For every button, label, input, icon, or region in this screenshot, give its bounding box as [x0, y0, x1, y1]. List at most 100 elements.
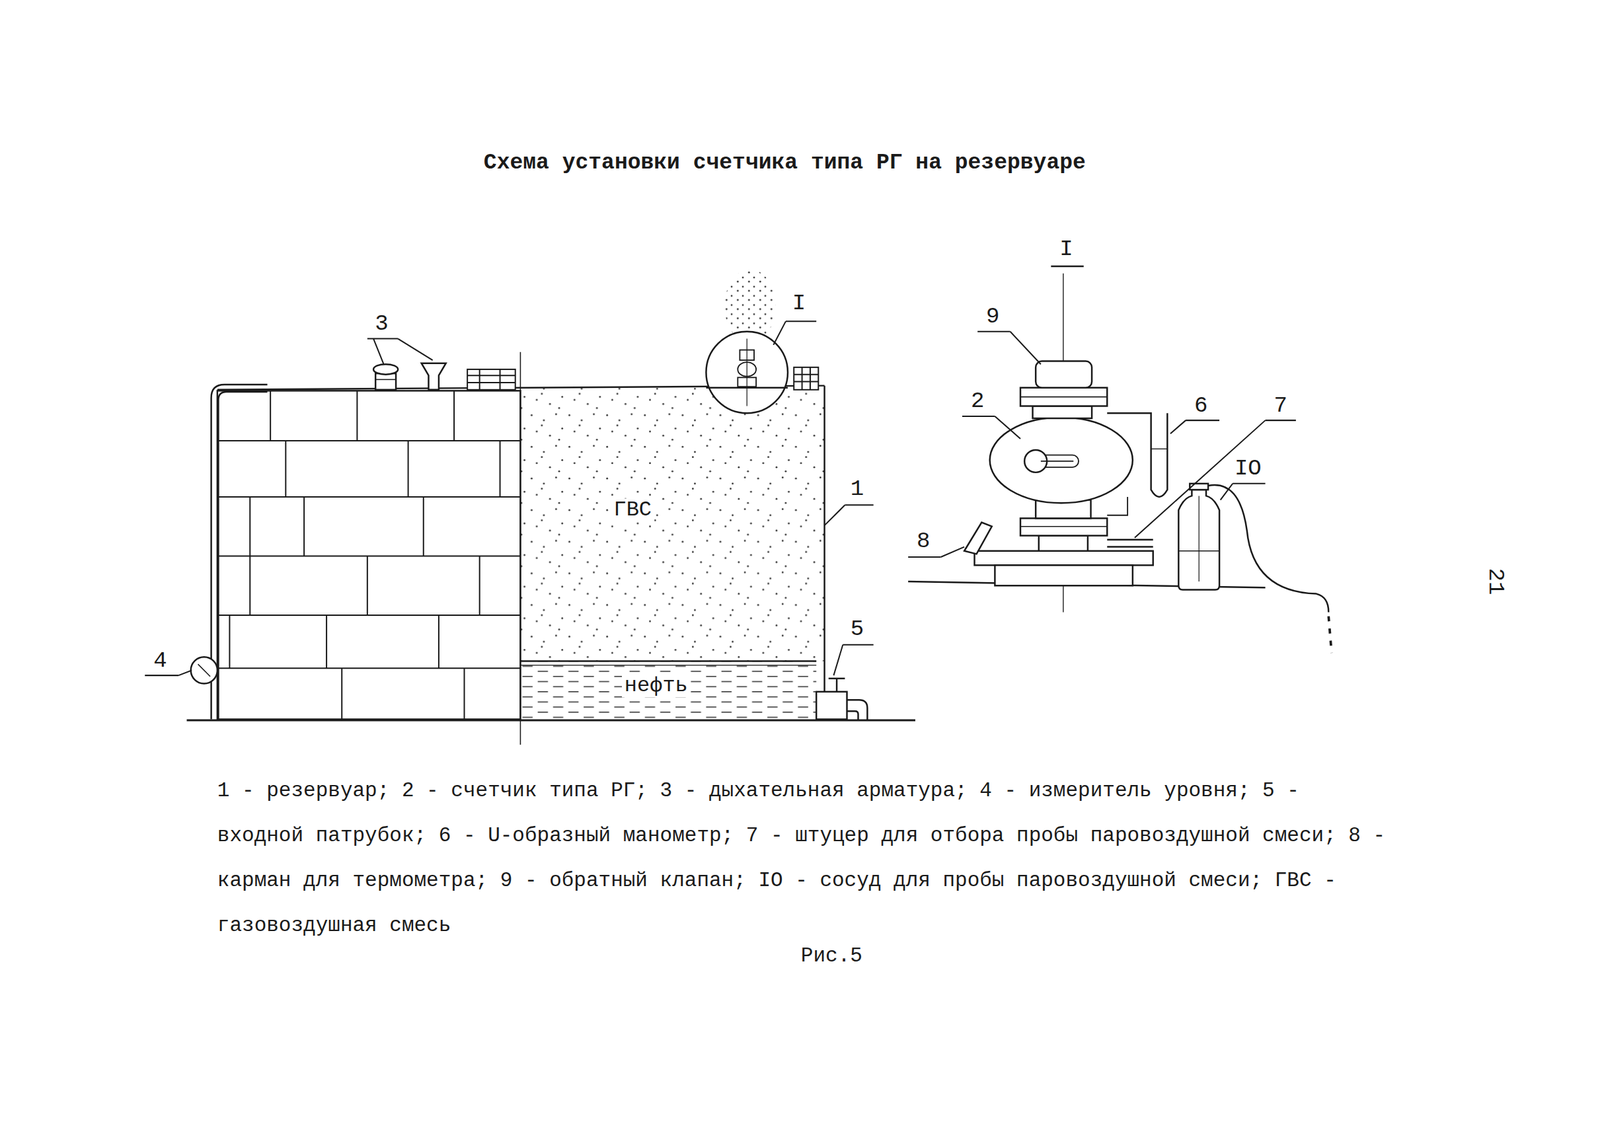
meter-detail-part: [994, 565, 1133, 586]
meter-callout-circle-part: [746, 339, 748, 407]
inlet-pipe-part: [816, 691, 847, 720]
callout-number: 5: [850, 617, 864, 642]
meter-detail-part: [1178, 489, 1220, 590]
brick-wall-part: [341, 668, 343, 720]
region-label: нефть: [621, 674, 691, 698]
detail-leader-lines-part: [1185, 419, 1220, 421]
brick-wall-part: [366, 555, 369, 616]
leader-lines-part: [785, 320, 817, 322]
inlet-pipe-part: [847, 711, 859, 721]
callout-number: 7: [1274, 393, 1288, 419]
meter-detail-part: [1020, 526, 1107, 528]
tank-part: [520, 660, 817, 662]
brick-wall-part: [217, 614, 521, 616]
brick-wall: [217, 390, 521, 720]
meter-detail-part: [964, 522, 992, 555]
leader-lines: [144, 321, 874, 676]
brick-wall-part: [249, 496, 251, 557]
brick-wall-part: [217, 555, 521, 557]
meter-detail-part: [1035, 361, 1092, 388]
hatch-part: [793, 374, 819, 376]
brick-wall-part: [422, 496, 425, 557]
callout-number: 3: [374, 311, 388, 337]
brick-wall-part: [499, 440, 501, 497]
leader-lines-part: [144, 674, 179, 677]
brick-wall-part: [438, 615, 440, 669]
inlet-pipe-part: [847, 699, 868, 721]
callout-number: 9: [986, 304, 1000, 330]
hatch-part: [499, 369, 501, 390]
hatch-part: [467, 374, 516, 377]
level-gauge-pipe-part: [218, 391, 267, 720]
meter-detail-part: [1020, 387, 1107, 407]
detail-leader-lines-part: [1232, 483, 1265, 485]
detail-leader-lines-part: [994, 416, 1021, 439]
hatch-part: [467, 381, 516, 384]
detail-leader-lines-part: [1220, 483, 1234, 501]
page-number: 21: [1482, 568, 1507, 596]
callout-number: 1: [850, 477, 864, 502]
leader-lines-part: [373, 339, 384, 365]
hatch-part: [793, 380, 819, 382]
meter-detail-part: [1106, 413, 1168, 497]
level-gauge-pipe: [190, 384, 268, 720]
level-gauge-pipe-part: [211, 384, 268, 720]
tank-part: [187, 719, 916, 722]
meter-detail-part: [1050, 265, 1084, 267]
meter-detail-part: [1038, 535, 1088, 552]
brick-wall-part: [325, 615, 328, 669]
meter-detail-part: [1032, 406, 1093, 420]
leader-lines-part: [842, 644, 874, 646]
brick-wall-part: [269, 390, 271, 441]
meter-detail-part: [1020, 396, 1107, 398]
callout-number: IO: [1234, 457, 1262, 482]
detail-leader-lines-part: [1134, 420, 1266, 538]
callout-number: 2: [970, 389, 985, 415]
detail-leader-lines-part: [908, 556, 941, 558]
leader-lines-part: [844, 504, 874, 506]
view-label: I: [792, 291, 806, 316]
leader-lines-part: [773, 321, 786, 345]
meter-detail-part: [1208, 485, 1329, 612]
breathing-valves-part: [375, 373, 396, 390]
brick-wall-part: [453, 390, 455, 441]
callout-number: 6: [1194, 393, 1208, 419]
meter-callout-circle: [705, 269, 788, 414]
oil-band: нефть: [520, 665, 817, 720]
hatch-part: [793, 367, 819, 390]
breathing-valves: [373, 363, 447, 390]
meter-detail-part: [1328, 616, 1332, 654]
leader-lines-part: [367, 338, 398, 340]
meter-detail-part: [1198, 495, 1200, 582]
level-gauge-pipe-part: [190, 656, 218, 684]
detail-leader-lines: [908, 331, 1296, 558]
meter-callout-circle-part: [705, 331, 788, 414]
meter-detail-part: [974, 551, 1154, 566]
diagram-title: Схема установки счетчика типа РГ на резе…: [483, 151, 1086, 176]
callout-number: 4: [153, 648, 167, 674]
meter-detail-part: [1040, 460, 1074, 462]
inlet-pipe-part: [836, 678, 838, 692]
detail-leader-lines-part: [1010, 331, 1041, 365]
tank-part: [520, 664, 817, 666]
hatch-part: [467, 369, 516, 390]
detail-leader-lines-part: [977, 331, 1010, 333]
tank-part: [823, 385, 825, 694]
inlet-pipe-part: [828, 678, 846, 680]
detail-leader-lines-part: [1170, 420, 1186, 434]
tank-part: [520, 661, 817, 720]
detail-leader-lines-part: [941, 547, 965, 558]
meter-detail-part: [1106, 539, 1153, 548]
brick-wall-part: [356, 390, 358, 441]
gas-air-region: ГВС: [520, 387, 825, 662]
leader-lines-part: [824, 504, 846, 526]
brick-wall-part: [249, 555, 251, 616]
brick-wall-part: [217, 440, 521, 442]
detail-leader-lines-part: [1265, 419, 1296, 421]
breathing-valves-part: [373, 364, 398, 375]
inlet-pipe: [816, 678, 868, 721]
leader-lines-part: [178, 670, 192, 676]
meter-detail-part: [1189, 483, 1209, 490]
brick-wall-part: [217, 667, 521, 669]
